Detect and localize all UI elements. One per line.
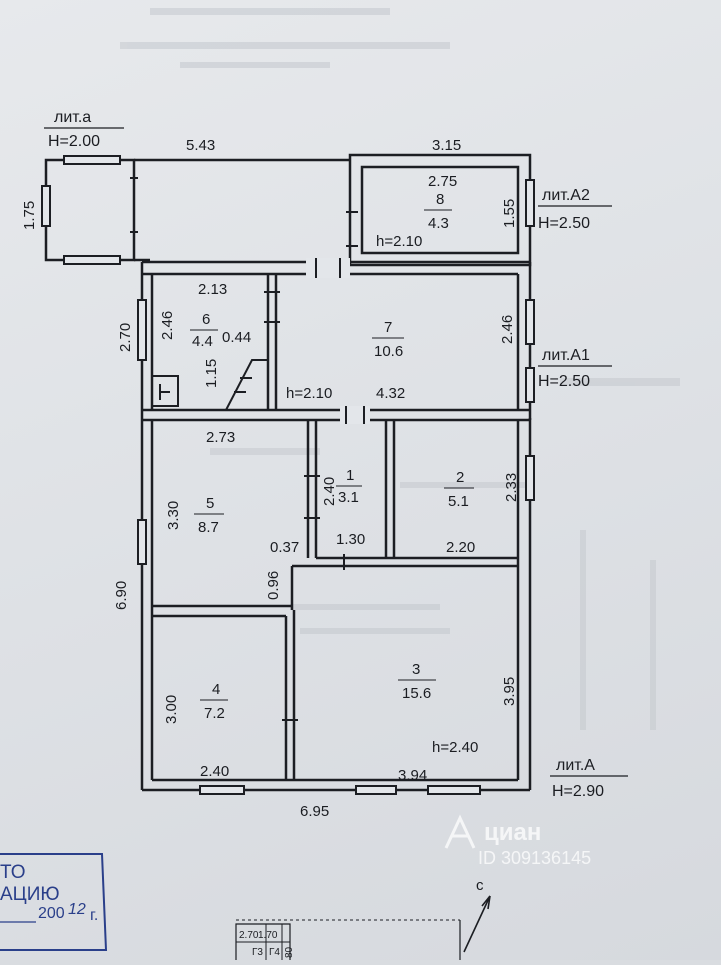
room-8: 8 4.3 [424, 191, 452, 232]
svg-text:5.1: 5.1 [448, 493, 469, 510]
svg-text:3: 3 [412, 661, 420, 678]
svg-text:1.70: 1.70 [258, 930, 278, 941]
svg-text:8: 8 [436, 191, 444, 208]
svg-text:4: 4 [212, 681, 220, 698]
north-arrow-icon [463, 895, 491, 953]
mini-table: 2.70 1.70 Г3 Г4 80 [235, 919, 461, 960]
svg-text:г.: г. [90, 907, 98, 924]
svg-text:2.70: 2.70 [239, 930, 259, 941]
watermark-brand: циан [484, 819, 541, 846]
dim-r3-height: 3.95 [501, 677, 518, 706]
dim-r7-height: 2.46 [499, 315, 516, 344]
dim-r2-height: 2.33 [503, 473, 520, 502]
stair-symbol [225, 359, 268, 411]
svg-text:3.1: 3.1 [338, 489, 359, 506]
ceiling-height-r8: h=2.10 [376, 233, 422, 250]
bleed-through-text [120, 8, 680, 730]
dim-r1-width: 1.30 [336, 531, 365, 548]
svg-text:7: 7 [384, 319, 392, 336]
dim-r5-height: 3.30 [165, 501, 182, 530]
dim-porch-height: 1.75 [21, 201, 38, 230]
svg-text:H=2.50: H=2.50 [538, 215, 590, 232]
dim-top-right: 3.15 [432, 137, 461, 154]
dim-r3-width: 3.94 [398, 767, 427, 784]
cian-logo-icon [444, 814, 476, 849]
cian-watermark: циан ID 309136145 [444, 814, 591, 868]
svg-text:2: 2 [456, 469, 464, 486]
svg-text:10.6: 10.6 [374, 343, 403, 360]
svg-text:H=2.00: H=2.00 [48, 133, 100, 150]
lit-a2-label: лит.А2 H=2.50 [538, 187, 612, 232]
boiler-symbol [151, 375, 179, 407]
svg-text:200: 200 [38, 905, 65, 922]
svg-text:80: 80 [284, 946, 295, 958]
dim-top-left: 5.43 [186, 137, 215, 154]
dim-r8-width: 2.75 [428, 173, 457, 190]
lit-a2-inner [360, 165, 520, 255]
room-1: 1 3.1 [336, 467, 362, 506]
svg-text:7.2: 7.2 [204, 705, 225, 722]
dim-r6-height: 2.46 [159, 311, 176, 340]
svg-text:8.7: 8.7 [198, 519, 219, 536]
svg-text:4.3: 4.3 [428, 215, 449, 232]
svg-text:6: 6 [202, 311, 210, 328]
svg-text:АЦИЮ: АЦИЮ [0, 884, 60, 905]
dim-r7-width: 4.32 [376, 385, 405, 402]
dim-stair-length: 1.15 [203, 359, 220, 388]
lit-a1-label: лит.А1 H=2.50 [538, 347, 612, 390]
room-5: 5 8.7 [194, 495, 224, 536]
dim-r1-height: 2.40 [321, 477, 338, 506]
svg-text:H=2.50: H=2.50 [538, 373, 590, 390]
room-3: 3 15.6 [398, 661, 436, 702]
svg-text:H=2.90: H=2.90 [552, 783, 604, 800]
lit-a-label: лит.а H=2.00 [44, 109, 124, 150]
dim-r8-height: 1.55 [501, 199, 518, 228]
svg-text:лит.А1: лит.А1 [542, 347, 590, 364]
dimension-labels: 5.43 3.15 1.75 2.75 1.55 2.70 2.46 2.13 … [21, 137, 520, 820]
svg-text:Г3: Г3 [252, 947, 263, 958]
svg-text:5: 5 [206, 495, 214, 512]
svg-text:ТО: ТО [0, 862, 26, 883]
dim-left-total: 6.90 [113, 581, 130, 610]
svg-text:15.6: 15.6 [402, 685, 431, 702]
openings [41, 155, 535, 795]
dim-corridor-a: 0.37 [270, 539, 299, 556]
dim-r4-width: 2.40 [200, 763, 229, 780]
porch-outline [44, 158, 136, 262]
walls [44, 153, 532, 792]
svg-text:лит.А: лит.А [556, 757, 595, 774]
ceiling-heights: h=2.10 h=2.10 h=2.40 [286, 233, 478, 756]
stamp: ТО АЦИЮ 200 12 г. [0, 853, 108, 951]
svg-text:4.4: 4.4 [192, 333, 213, 350]
dim-left-a1: 2.70 [117, 323, 134, 352]
dim-r5-width: 2.73 [206, 429, 235, 446]
room-7: 7 10.6 [372, 319, 404, 360]
ceiling-height-r7: h=2.10 [286, 385, 332, 402]
lit-main-label: лит.А H=2.90 [550, 757, 628, 800]
room-labels: 8 4.3 6 4.4 7 10.6 5 8.7 1 3.1 2 5.1 [190, 191, 474, 722]
dim-r6-width: 2.13 [198, 281, 227, 298]
dim-r4-height: 3.00 [163, 695, 180, 724]
dim-stair-width: 0.44 [222, 329, 251, 346]
room-6: 6 4.4 [190, 311, 218, 350]
dim-corridor-b: 0.96 [265, 571, 282, 600]
north-label: с [476, 877, 484, 894]
dim-bottom-total: 6.95 [300, 803, 329, 820]
ceiling-height-r3: h=2.40 [432, 739, 478, 756]
svg-text:12: 12 [68, 901, 86, 918]
svg-text:лит.а: лит.а [54, 109, 91, 126]
svg-text:лит.А2: лит.А2 [542, 187, 590, 204]
svg-text:1: 1 [346, 467, 354, 484]
watermark-id: ID 309136145 [478, 848, 591, 868]
svg-text:Г4: Г4 [269, 947, 280, 958]
dim-r2-width: 2.20 [446, 539, 475, 556]
room-4: 4 7.2 [200, 681, 228, 722]
north-arrow: с [463, 877, 491, 953]
room-2: 2 5.1 [444, 469, 474, 510]
